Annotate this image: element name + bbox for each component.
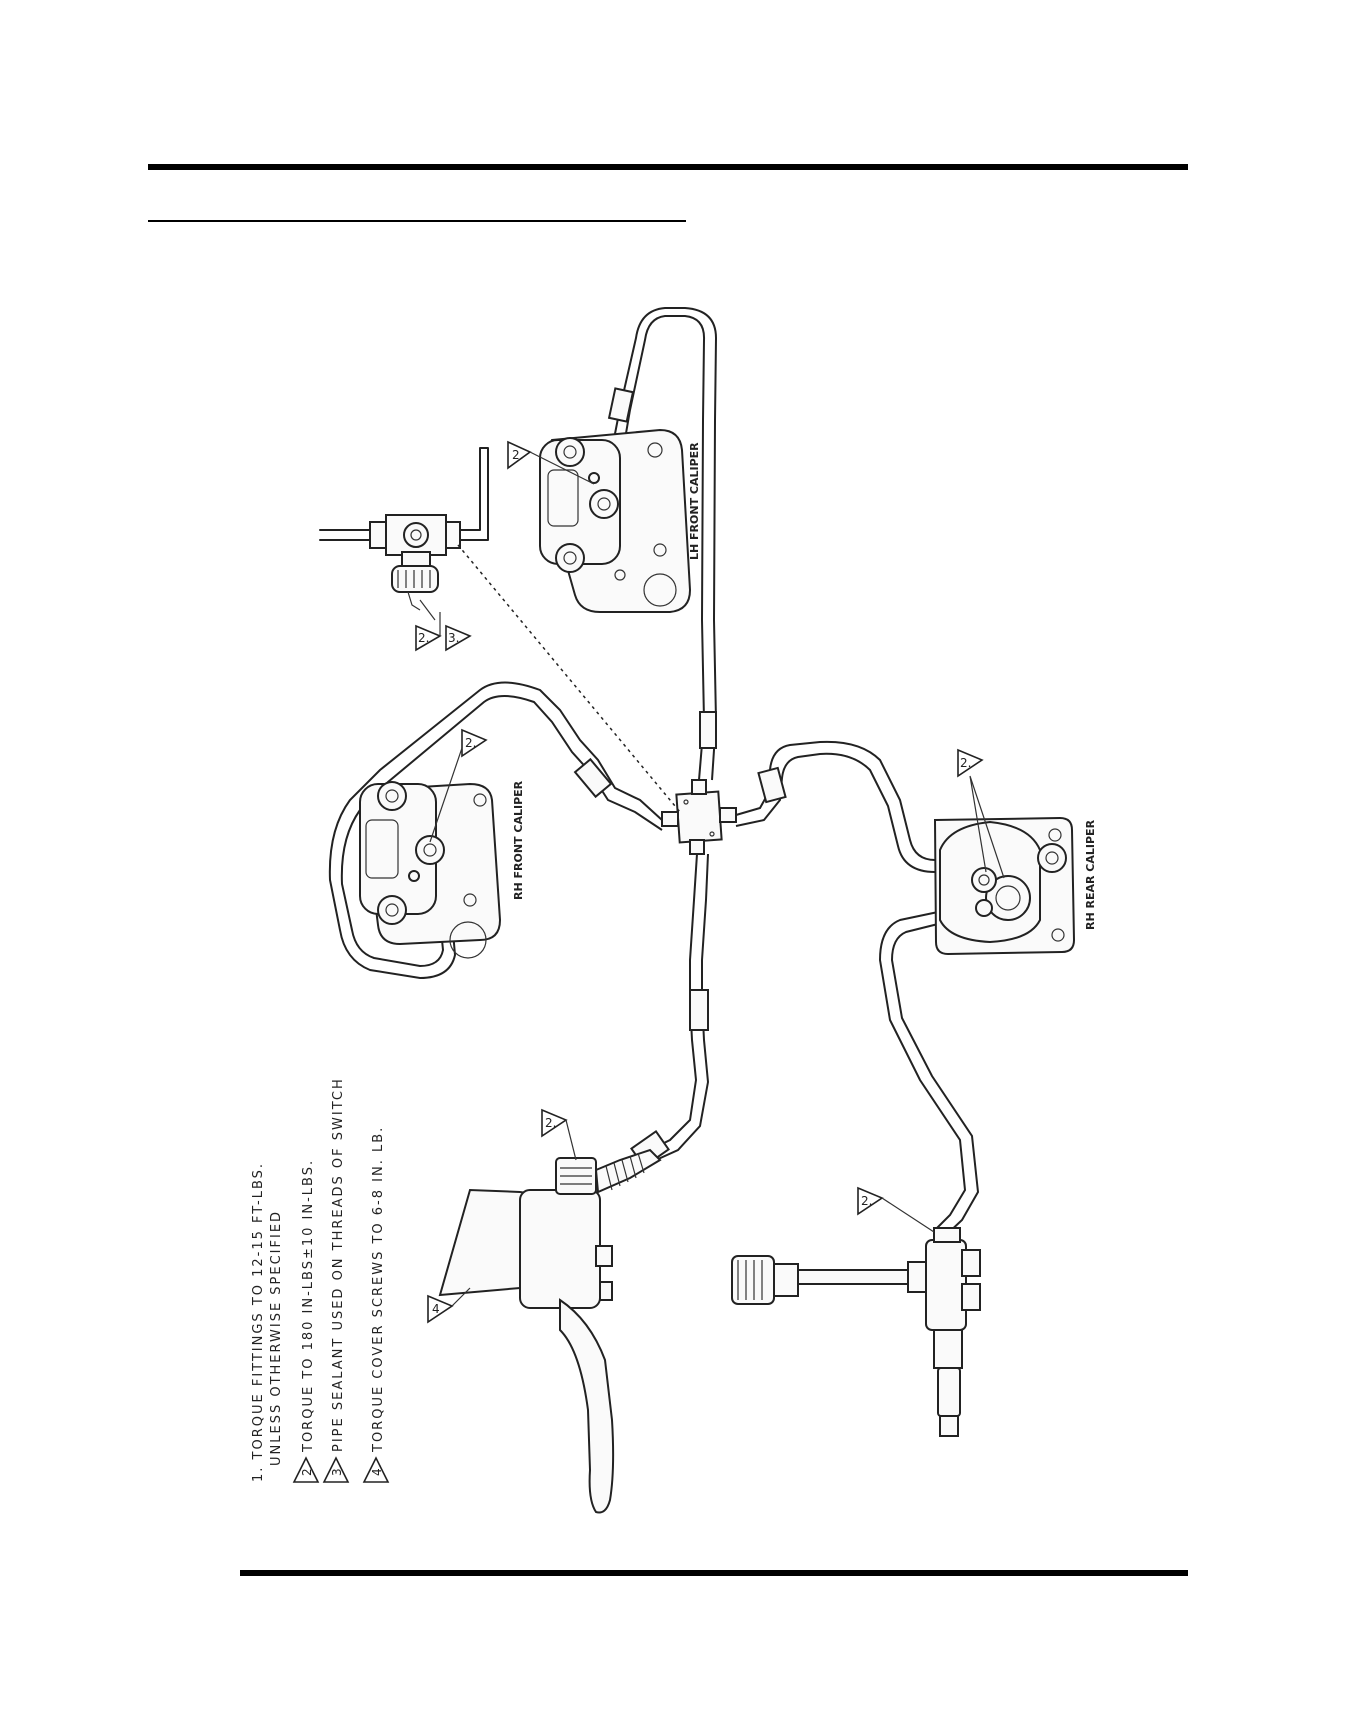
note-4: 4. TORQUE COVER SCREWS TO 6-8 IN. LB.	[364, 1126, 388, 1482]
svg-text:4: 4	[432, 1302, 440, 1316]
lh-front-caliper-label: LH FRONT CALIPER	[688, 442, 701, 560]
note-1: 1. TORQUE FITTINGS TO 12-15 FT-LBS.	[251, 1162, 266, 1482]
callout-switch-3: 3.	[446, 626, 470, 650]
svg-text:PIPE SEALANT USED ON THREADS O: PIPE SEALANT USED ON THREADS OF SWITCH	[331, 1077, 346, 1452]
note-2: 2. TORQUE TO 180 IN-LBS±10 IN-LBS.	[294, 1159, 318, 1482]
svg-text:2.: 2.	[465, 736, 476, 750]
svg-text:2.: 2.	[512, 448, 523, 462]
svg-text:2.: 2.	[545, 1116, 556, 1130]
svg-text:TORQUE TO 180 IN-LBS±10 IN-LBS: TORQUE TO 180 IN-LBS±10 IN-LBS.	[301, 1159, 316, 1453]
svg-text:2.: 2.	[418, 631, 429, 645]
note-3: 3. PIPE SEALANT USED ON THREADS OF SWITC…	[324, 1077, 348, 1482]
svg-text:4.: 4.	[370, 1465, 384, 1476]
note-1-continued: UNLESS OTHERWISE SPECIFIED	[269, 1210, 284, 1466]
torque-notes: 1. TORQUE FITTINGS TO 12-15 FT-LBS. UNLE…	[251, 1077, 388, 1482]
rh-front-caliper-label: RH FRONT CALIPER	[512, 780, 525, 900]
callout-master-fitting: 2.	[542, 1110, 576, 1160]
rh-rear-caliper: RH REAR CALIPER	[935, 818, 1097, 954]
callout-switch-2: 2.	[416, 612, 440, 650]
svg-text:2.: 2.	[300, 1465, 314, 1476]
front-master-cylinder-lever	[440, 1150, 660, 1513]
lh-front-caliper: LH FRONT CALIPER	[540, 430, 701, 612]
svg-text:3.: 3.	[330, 1465, 344, 1476]
brake-distribution-block	[662, 780, 736, 854]
svg-text:2.: 2.	[861, 1194, 872, 1208]
callout-rear-master-fitting: 2.	[858, 1188, 934, 1232]
svg-text:3.: 3.	[448, 631, 459, 645]
rear-master-cylinder	[732, 1228, 980, 1436]
rh-rear-caliper-label: RH REAR CALIPER	[1084, 819, 1097, 930]
svg-text:TORQUE COVER SCREWS TO 6-8 IN.: TORQUE COVER SCREWS TO 6-8 IN. LB.	[371, 1126, 386, 1453]
svg-text:2.: 2.	[960, 756, 971, 770]
brake-light-switch-assembly	[320, 448, 488, 620]
